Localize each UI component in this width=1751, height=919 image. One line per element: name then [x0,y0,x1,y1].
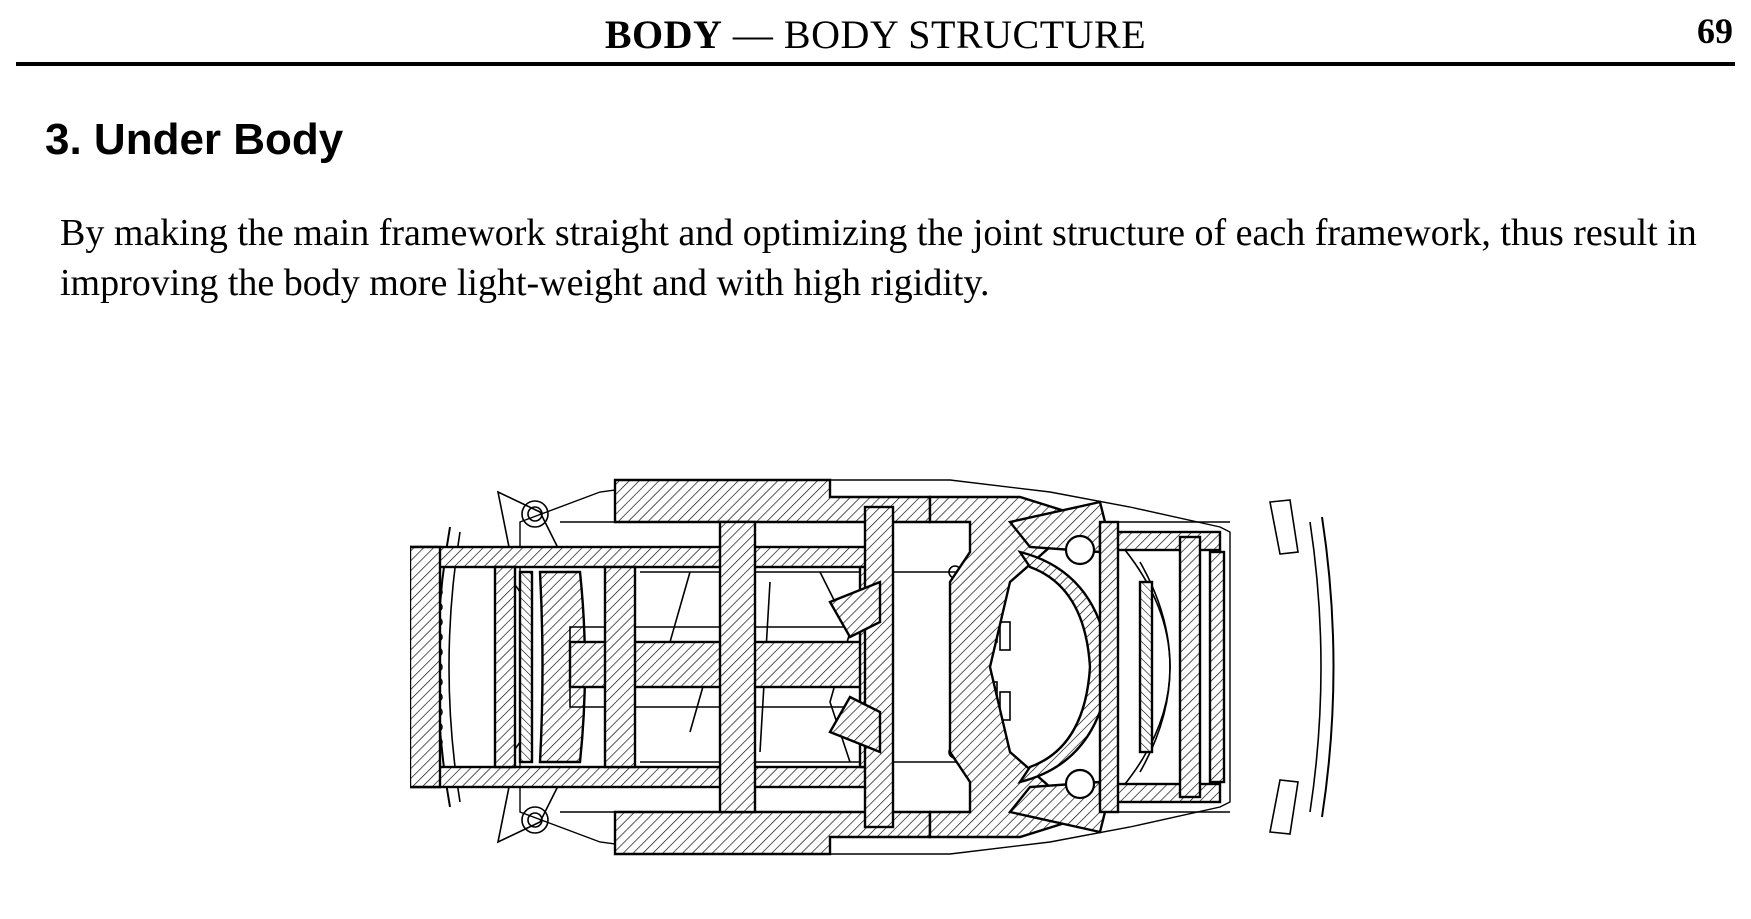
body-paragraph: By making the main framework straight an… [60,212,1697,304]
header-title-rest: — BODY STRUCTURE [722,12,1147,57]
running-header: BODY — BODY STRUCTURE 69 [16,0,1735,66]
under-body-diagram-svg [410,478,1335,856]
section-heading: 3. Under Body [45,115,344,164]
page-number: 69 [1697,11,1733,51]
header-title: BODY — BODY STRUCTURE [16,12,1735,58]
header-title-bold: BODY [604,12,723,57]
under-body-diagram [410,462,1340,872]
frame-bosses [1064,534,1096,800]
hatched-framework [410,478,1226,856]
